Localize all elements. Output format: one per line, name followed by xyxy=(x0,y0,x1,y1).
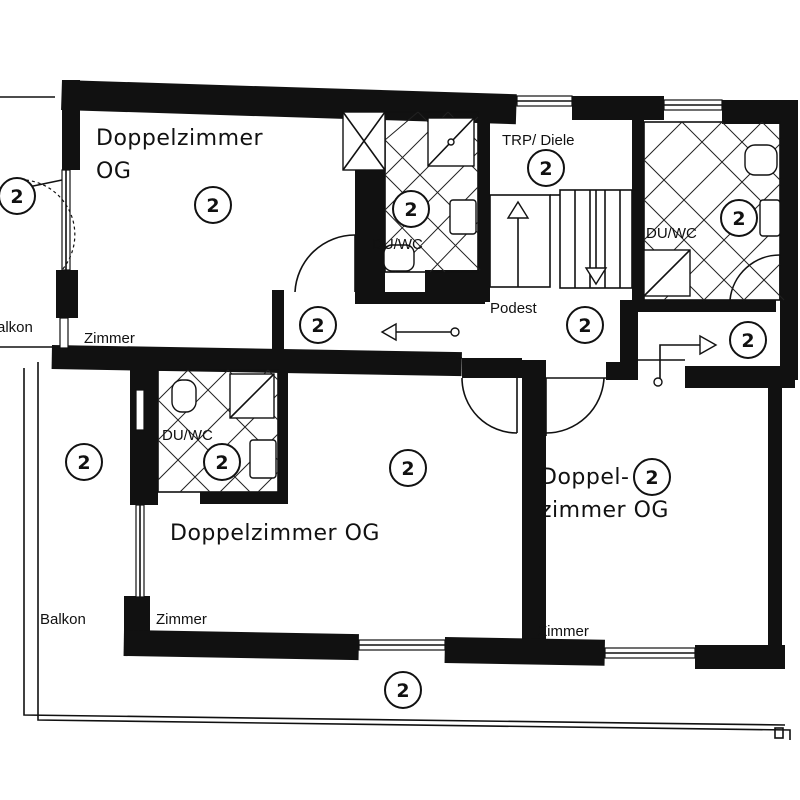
room-label: Doppel- xyxy=(540,465,629,490)
area-label: Zimmer xyxy=(156,611,207,628)
area-label: Podest xyxy=(490,300,538,317)
zone-marker: 2 xyxy=(65,443,103,481)
zone-marker: 2 xyxy=(633,458,671,496)
bath-top xyxy=(342,111,481,273)
svg-text:2: 2 xyxy=(539,158,552,180)
zone-marker: 2 xyxy=(566,306,604,344)
svg-text:2: 2 xyxy=(401,458,414,480)
svg-text:2: 2 xyxy=(645,467,658,489)
area-label: alkon xyxy=(0,319,33,336)
zone-markers: 2 2 2 2 2 2 2 2 2 2 2 2 2 xyxy=(0,149,767,709)
balcony-outlines xyxy=(0,96,791,740)
svg-text:2: 2 xyxy=(215,452,228,474)
zone-marker: 2 xyxy=(203,443,241,481)
svg-text:2: 2 xyxy=(578,315,591,337)
zone-marker: 2 xyxy=(389,449,427,487)
area-label: Balkon xyxy=(40,611,86,628)
zone-marker: 2 xyxy=(299,306,337,344)
area-label: Zimmer xyxy=(538,623,589,640)
svg-text:2: 2 xyxy=(10,186,23,208)
svg-text:2: 2 xyxy=(396,680,409,702)
room-label: Doppelzimmer xyxy=(96,126,264,151)
bath-left xyxy=(157,369,279,493)
room-label: zimmer OG xyxy=(540,498,669,523)
area-label: Zimmer xyxy=(84,330,135,347)
zone-marker: 2 xyxy=(729,321,767,359)
area-label: DU/WC xyxy=(162,427,213,444)
bath-right xyxy=(643,121,785,301)
zone-marker: 2 xyxy=(384,671,422,709)
windows xyxy=(59,95,723,659)
zone-marker: 2 xyxy=(527,149,565,187)
area-label: DU/WC xyxy=(646,225,697,242)
area-label: DU/WC xyxy=(372,236,423,253)
svg-text:2: 2 xyxy=(732,208,745,230)
svg-text:2: 2 xyxy=(77,452,90,474)
svg-text:2: 2 xyxy=(206,195,219,217)
room-label: Doppelzimmer OG xyxy=(170,521,380,546)
staircase xyxy=(380,189,718,387)
svg-text:2: 2 xyxy=(741,330,754,352)
zone-marker: 2 xyxy=(0,177,36,215)
room-labels: Doppelzimmer OG Doppelzimmer OG Doppel- … xyxy=(0,126,697,640)
area-label: TRP/ Diele xyxy=(502,132,575,149)
room-label: OG xyxy=(96,159,131,184)
svg-text:2: 2 xyxy=(404,199,417,221)
zone-marker: 2 xyxy=(194,186,232,224)
zone-marker: 2 xyxy=(720,199,758,237)
walls xyxy=(51,80,798,669)
svg-text:2: 2 xyxy=(311,315,324,337)
zone-marker: 2 xyxy=(392,190,430,228)
